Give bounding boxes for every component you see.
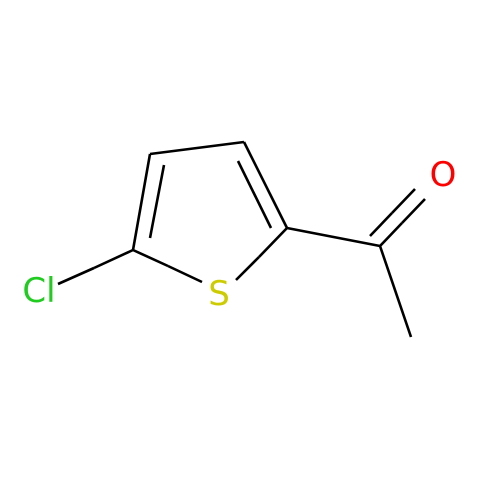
bond-c5-c4-inner — [148, 164, 166, 239]
bond-c5-cl — [93, 248, 134, 270]
bond-c5-c4 — [131, 153, 152, 251]
bond-carbonyl-o-a — [379, 222, 403, 247]
bond-s-c5-colored — [167, 264, 203, 284]
bond-c4-c3 — [149, 140, 245, 156]
bond-c3-c2 — [242, 141, 289, 229]
atom-label-s: S — [208, 274, 230, 314]
bond-c5-cl-colored — [57, 266, 95, 286]
bond-carbonyl-methyl — [378, 245, 413, 338]
atom-label-o: O — [430, 155, 457, 195]
bond-c2-s-colored — [235, 256, 260, 281]
bond-s-c5 — [132, 248, 169, 268]
bond-c3-c2-inner — [236, 160, 273, 229]
atom-label-cl: Cl — [22, 271, 55, 311]
bond-c2-s — [258, 227, 288, 258]
bond-carbonyl-o-b-colored — [391, 188, 416, 214]
bond-c2-carbonyl — [286, 226, 381, 248]
bond-carbonyl-o-a-colored — [401, 198, 426, 224]
bond-carbonyl-o-b — [369, 212, 393, 237]
